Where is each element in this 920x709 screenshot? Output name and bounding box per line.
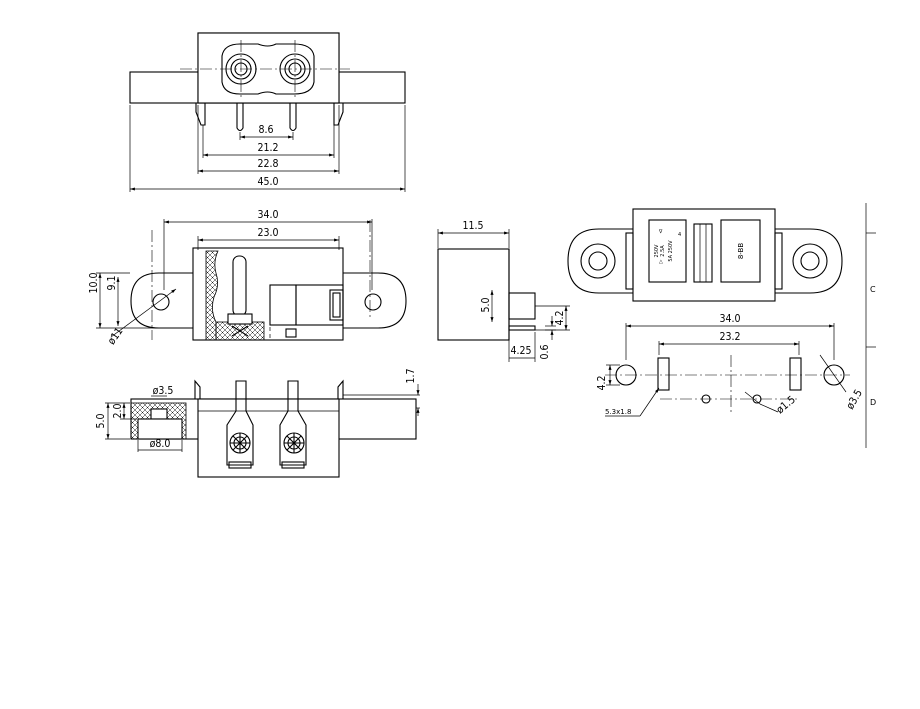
drawing-line	[332, 292, 341, 318]
dim-dia-3-5: ø3.5	[153, 385, 174, 397]
rear-flange-left	[567, 228, 633, 294]
fp-hole-left	[615, 364, 637, 386]
dim-fp-dia-3-5: ø3.5	[844, 387, 865, 411]
bottom-hole-small	[150, 408, 168, 420]
label-line-2: 2.5A	[660, 245, 666, 257]
pin-right	[289, 103, 297, 132]
dim-4-2: 4.2	[554, 310, 566, 325]
mount-hole-left	[152, 293, 170, 311]
front-pin	[232, 255, 247, 317]
dim-9-1: 9.1	[106, 275, 118, 290]
fp-slot-left	[657, 357, 670, 391]
dim-8-6: 8.6	[258, 124, 273, 136]
drawing-line	[792, 243, 828, 279]
clip-left	[195, 103, 206, 126]
rear-hole-right	[800, 251, 820, 271]
dim-1-7: 1.7	[405, 368, 417, 383]
front-flange-left	[130, 272, 193, 329]
frame-border: C D	[865, 203, 876, 448]
side-body	[437, 248, 510, 341]
label-line-1: 250V	[654, 244, 660, 258]
top-view: 8.6 21.2 22.8 45.0	[129, 32, 406, 192]
rear-window	[720, 219, 761, 283]
front-inner-block	[269, 284, 297, 326]
drawing-line	[194, 379, 201, 399]
fp-pin-right	[752, 394, 762, 404]
dim-fp-23-2: 23.2	[719, 331, 740, 343]
label-symbol-1: ∇	[658, 229, 663, 235]
dim-34-0: 34.0	[257, 209, 278, 221]
dim-11-5: 11.5	[462, 220, 483, 232]
terminal-right	[279, 380, 307, 466]
dim-fp-slot: 5.3x1.8	[605, 408, 631, 416]
mount-hole-right	[364, 293, 382, 311]
drawing-line	[625, 232, 634, 290]
leader-line	[819, 354, 847, 393]
dim-0-6: 0.6	[539, 344, 551, 359]
label-line-4: 4	[678, 232, 681, 238]
front-flange-right	[343, 272, 407, 329]
side-terminal	[508, 325, 536, 331]
pin-left	[236, 103, 244, 132]
dim-2-0: 2.0	[112, 403, 124, 418]
label-symbol-2: △	[659, 259, 663, 265]
rear-switch	[693, 223, 713, 283]
rear-hole-left	[588, 251, 608, 271]
window-text: 8-BB	[737, 243, 745, 260]
drawing-line	[329, 289, 344, 321]
front-switch-block	[295, 284, 344, 326]
fp-hole-right	[823, 364, 845, 386]
terminal-left	[226, 380, 254, 466]
leader-line	[639, 387, 660, 417]
drawing-line	[284, 433, 304, 453]
drawing-line	[337, 379, 344, 399]
front-view: 34.0 23.0 10.0 9.1 ø11	[88, 209, 407, 347]
dim-23-0: 23.0	[257, 227, 278, 239]
dim-4-25: 4.25	[510, 345, 531, 357]
drawing-line	[285, 328, 297, 338]
fp-pin-left	[701, 394, 711, 404]
clip-right	[333, 103, 344, 126]
dim-10-0: 10.0	[88, 272, 100, 293]
dim-45-0: 45.0	[257, 176, 278, 188]
bottom-hole-large	[137, 418, 183, 440]
drawing-line	[231, 325, 249, 337]
bottom-view: ø3.5 2.0 5.0 ø8.0 1.7	[95, 368, 420, 478]
drawing-line	[228, 461, 252, 469]
drawing-line	[774, 232, 783, 290]
drawing-line	[230, 433, 250, 453]
bottom-body	[197, 398, 340, 478]
side-plug	[508, 292, 536, 320]
dim-fp-dia-1-5: ø1.5	[774, 394, 798, 417]
fp-slot-right	[789, 357, 802, 391]
front-screw-head	[227, 313, 253, 325]
section-hatch	[205, 250, 219, 341]
zone-label-d: D	[870, 398, 876, 407]
dim-fp-4-2: 4.2	[596, 375, 608, 390]
dim-line	[110, 288, 177, 338]
leader-line	[744, 391, 761, 405]
rear-flange-right	[775, 228, 843, 294]
drawing-line	[497, 248, 510, 341]
drawing-line	[580, 243, 616, 279]
receptacle-outline	[221, 43, 315, 95]
dim-5-0: 5.0	[480, 297, 492, 312]
rating-label	[648, 219, 687, 283]
zone-label-c: C	[870, 285, 876, 294]
dim-fp-34-0: 34.0	[719, 313, 740, 325]
label-line-3: 5A 250V	[668, 240, 674, 262]
dim-dia-8-0: ø8.0	[150, 438, 171, 450]
dim-21-2: 21.2	[257, 142, 278, 154]
dim-5-0-bottom: 5.0	[95, 413, 107, 428]
side-view: 11.5 5.0 4.2 4.25 0.6	[437, 220, 570, 362]
leader-line	[759, 403, 779, 413]
dim-22-8: 22.8	[257, 158, 278, 170]
drawing-line	[281, 461, 305, 469]
rear-view: 250V 2.5A 5A 250V ∇ △ 4 8-BB	[567, 208, 843, 302]
footprint-view: 34.0 23.2 4.2 5.3x1.8 ø1.5 ø3.5	[596, 313, 865, 417]
